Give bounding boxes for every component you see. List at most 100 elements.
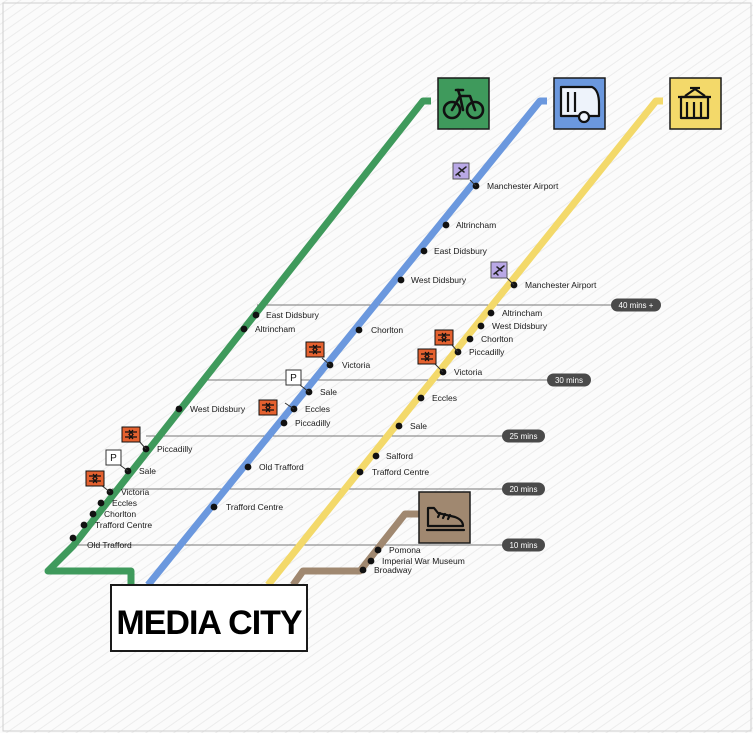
tram-stop-eccles[interactable]: Eccles bbox=[417, 393, 457, 403]
stop-label: Chorlton bbox=[104, 509, 136, 519]
bus-route-line bbox=[145, 97, 547, 588]
stop-dot bbox=[395, 422, 403, 430]
stop-dot bbox=[252, 311, 260, 319]
stop-label: Trafford Centre bbox=[372, 467, 429, 477]
time-marker-label: 40 mins + bbox=[619, 301, 654, 310]
stop-dot bbox=[80, 521, 88, 529]
stop-dot bbox=[244, 463, 252, 471]
national-rail-icon bbox=[85, 470, 105, 487]
parking-icon: P bbox=[105, 449, 122, 466]
time-marker-30-mins: 30 mins bbox=[547, 373, 591, 387]
svg-text:P: P bbox=[290, 373, 297, 384]
stop-dot bbox=[280, 419, 288, 427]
stop-label: Pomona bbox=[389, 545, 421, 555]
cycle-stop-trafford-centre[interactable]: Trafford Centre bbox=[80, 520, 153, 530]
stop-dot bbox=[420, 247, 428, 255]
time-marker-40-mins: 40 mins + bbox=[611, 298, 661, 312]
bus-stop-west-didsbury[interactable]: West Didsbury bbox=[397, 275, 467, 285]
interchange-badges: PP bbox=[85, 162, 515, 493]
bus-icon bbox=[559, 85, 601, 124]
cycle-stop-altrincham[interactable]: Altrincham bbox=[240, 324, 296, 334]
stop-label: Manchester Airport bbox=[525, 280, 597, 290]
stop-dot bbox=[356, 468, 364, 476]
stop-label: Piccadilly bbox=[469, 347, 505, 357]
stop-label: Old Trafford bbox=[87, 540, 132, 550]
badge-connector bbox=[434, 363, 444, 373]
cycle-stop-chorlton[interactable]: Chorlton bbox=[89, 509, 137, 519]
cycle-route-line bbox=[44, 97, 431, 585]
walk-stop-broadway[interactable]: Broadway bbox=[359, 565, 413, 575]
tram-stop-west-didsbury[interactable]: West Didsbury bbox=[477, 321, 548, 331]
cycle-stop-eccles[interactable]: Eccles bbox=[97, 498, 137, 508]
stop-dot bbox=[69, 534, 77, 542]
stop-label: Trafford Centre bbox=[226, 502, 283, 512]
stop-dot bbox=[97, 499, 105, 507]
stop-dot bbox=[367, 557, 375, 565]
cycle-route-icon bbox=[437, 77, 490, 130]
stop-label: Victoria bbox=[342, 360, 370, 370]
tram-stop-chorlton[interactable]: Chorlton bbox=[466, 334, 514, 344]
stop-dot bbox=[442, 221, 450, 229]
stop-label: Altrincham bbox=[255, 324, 295, 334]
bus-stop-east-didsbury[interactable]: East Didsbury bbox=[420, 246, 488, 256]
cycle-stop-east-didsbury[interactable]: East Didsbury bbox=[252, 310, 320, 320]
stop-label: Chorlton bbox=[481, 334, 513, 344]
bus-stop-piccadilly[interactable]: Piccadilly bbox=[280, 418, 332, 428]
stop-label: West Didsbury bbox=[411, 275, 467, 285]
destination-box: MEDIA CITY bbox=[110, 584, 308, 652]
tram-icon bbox=[678, 86, 711, 120]
tram-stop-altrincham[interactable]: Altrincham bbox=[487, 308, 543, 318]
bicycle-icon bbox=[442, 88, 485, 120]
walk-stop-pomona[interactable]: Pomona bbox=[374, 545, 421, 555]
time-marker-20-mins: 20 mins bbox=[502, 482, 545, 496]
tram-route-icon bbox=[669, 77, 722, 130]
badge-connector bbox=[284, 402, 295, 410]
bus-stop-trafford-centre[interactable]: Trafford Centre bbox=[210, 502, 284, 512]
badge-connector bbox=[451, 344, 459, 353]
stop-dot bbox=[359, 566, 367, 574]
tram-stop-trafford-centre[interactable]: Trafford Centre bbox=[356, 467, 430, 477]
stop-dot bbox=[487, 309, 495, 317]
cycle-stop-old-trafford[interactable]: Old Trafford bbox=[69, 534, 132, 550]
stop-label: Piccadilly bbox=[295, 418, 331, 428]
stop-label: Victoria bbox=[454, 367, 482, 377]
badge-connector bbox=[321, 357, 331, 366]
national-rail-icon bbox=[258, 399, 278, 416]
time-marker-label: 10 mins bbox=[509, 541, 537, 550]
bus-stop-altrincham[interactable]: Altrincham bbox=[442, 220, 497, 230]
stop-dot bbox=[477, 322, 485, 330]
stop-label: Piccadilly bbox=[157, 444, 193, 454]
stop-label: Chorlton bbox=[371, 325, 403, 335]
badge-connector bbox=[506, 277, 515, 286]
destination-title: MEDIA CITY bbox=[116, 604, 303, 642]
time-marker-25-mins: 25 mins bbox=[502, 429, 545, 443]
bus-stop-chorlton[interactable]: Chorlton bbox=[355, 325, 404, 335]
tram-stop-sale[interactable]: Sale bbox=[395, 421, 428, 431]
walk-stop-imperial-war-museum[interactable]: Imperial War Museum bbox=[367, 556, 465, 566]
airport-icon bbox=[490, 261, 508, 279]
stop-label: Trafford Centre bbox=[95, 520, 152, 530]
bus-route-icon bbox=[553, 77, 606, 130]
stop-label: West Didsbury bbox=[190, 404, 246, 414]
time-marker-label: 20 mins bbox=[509, 485, 537, 494]
airport-icon bbox=[452, 162, 470, 180]
stop-label: Eccles bbox=[432, 393, 457, 403]
badge-connector bbox=[469, 179, 477, 187]
stop-dot bbox=[397, 276, 405, 284]
national-rail-icon bbox=[305, 341, 325, 358]
cycle-stop-west-didsbury[interactable]: West Didsbury bbox=[175, 404, 246, 414]
bus-stop-old-trafford[interactable]: Old Trafford bbox=[244, 462, 304, 472]
stop-label: Old Trafford bbox=[259, 462, 304, 472]
badge-connector bbox=[299, 384, 310, 393]
stop-label: Manchester Airport bbox=[487, 181, 559, 191]
stop-dot bbox=[466, 335, 474, 343]
tram-stop-salford[interactable]: Salford bbox=[372, 451, 414, 461]
stop-dot bbox=[355, 326, 363, 334]
stop-dot bbox=[89, 510, 97, 518]
shoe-icon bbox=[425, 506, 466, 532]
stop-label: West Didsbury bbox=[492, 321, 548, 331]
national-rail-icon bbox=[121, 426, 141, 443]
